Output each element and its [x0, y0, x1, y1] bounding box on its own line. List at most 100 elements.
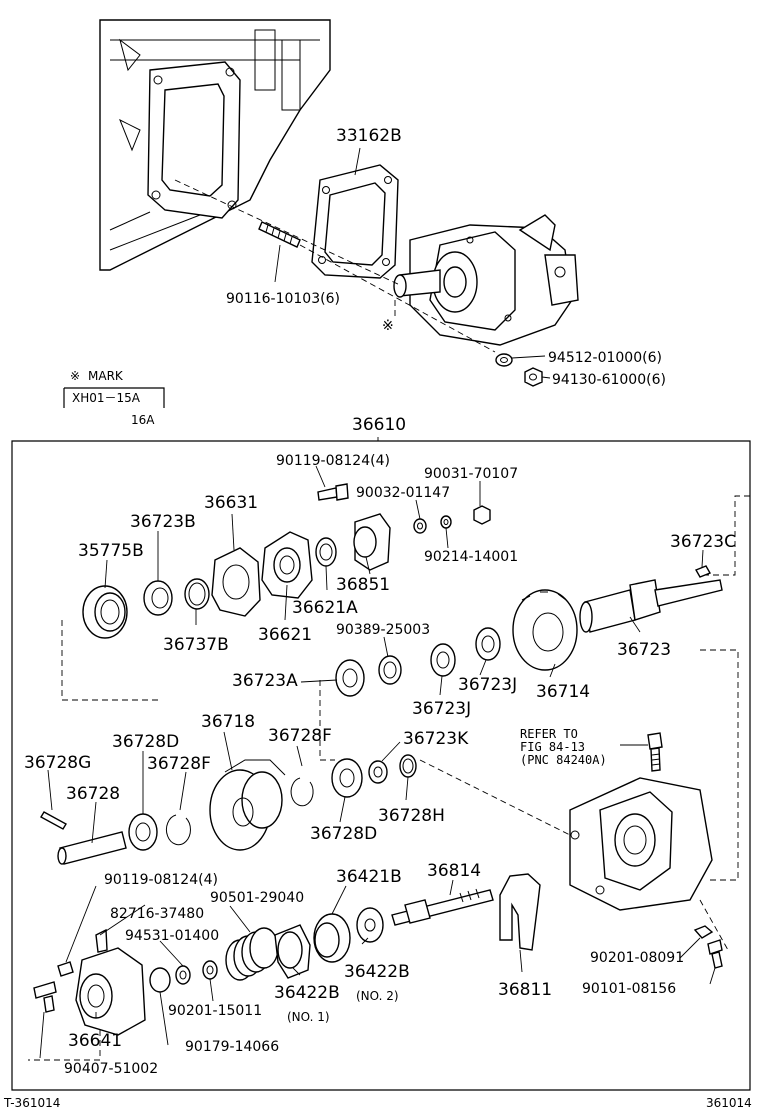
elbow-90407	[33, 981, 57, 1013]
mark-word: MARK	[88, 369, 124, 383]
gasket-33162B	[311, 164, 399, 279]
pto-assembly-top	[393, 214, 579, 346]
label-36811: 36811	[498, 980, 552, 1000]
piston-36421B	[313, 913, 351, 963]
label-36641: 36641	[68, 1031, 122, 1051]
shift-fork-36811	[499, 873, 541, 951]
breather-plug-icon	[647, 732, 663, 772]
label-36610: 36610	[352, 415, 406, 435]
label-36728D-right: 36728D	[310, 824, 377, 844]
label-82716-37480: 82716-37480	[110, 906, 204, 922]
label-36621: 36621	[258, 625, 312, 645]
label-90116-10103: 90116-10103(6)	[226, 291, 340, 307]
snap-ring-36728F-right	[290, 777, 314, 807]
cover-36621	[261, 531, 313, 599]
shim-36737B	[184, 578, 210, 610]
label-36718: 36718	[201, 712, 255, 732]
bearing-36723J	[430, 627, 501, 677]
flange-36851	[353, 513, 391, 571]
label-36714: 36714	[536, 682, 590, 702]
snap-ring-36728F-left	[166, 814, 191, 846]
spring-90501	[225, 927, 279, 981]
label-90179-14066: 90179-14066	[185, 1039, 279, 1055]
washer-94531	[175, 965, 191, 985]
refer-line1: REFER TO	[520, 727, 578, 741]
refer-line3: (PNC 84240A)	[520, 753, 607, 767]
shift-shaft-36814	[391, 888, 494, 926]
label-36723A: 36723A	[232, 671, 298, 691]
transmission-case-illustration	[99, 19, 331, 271]
gear-36718	[209, 759, 286, 851]
bolt-90119-top	[317, 483, 349, 501]
piston-36422B-no1	[274, 924, 311, 979]
bracket-82716	[95, 928, 108, 953]
mark-legend-box: ※ MARK XH01－15A 16A	[63, 369, 165, 427]
label-36728H: 36728H	[378, 806, 445, 826]
mark-model-line2: 16A	[131, 413, 155, 427]
bearing-36723A	[335, 659, 365, 697]
mark-model-line1: XH01－15A	[72, 391, 141, 405]
label-36621A: 36621A	[292, 598, 358, 618]
washer-36728H	[399, 754, 417, 778]
label-36723C: 36723C	[670, 532, 736, 552]
washer-90214	[440, 515, 452, 529]
bearing-36723B	[143, 580, 173, 616]
piston-36422B-no2	[356, 907, 384, 943]
label-36728F-left: 36728F	[147, 754, 211, 774]
label-90031-70107: 90031-70107	[424, 466, 518, 482]
bolt-90119-bottom	[57, 961, 74, 977]
label-35775B: 35775B	[78, 541, 144, 561]
bearing-36728D-left	[128, 813, 158, 851]
spacer-36723K	[368, 760, 388, 784]
label-36728D-left: 36728D	[112, 732, 179, 752]
shaft-36728	[57, 831, 127, 865]
pto-case-right	[569, 777, 713, 911]
seal-36621A	[315, 537, 337, 567]
label-36723J-left: 36723J	[412, 699, 471, 719]
label-36851: 36851	[336, 575, 390, 595]
figure-id-left: T-361014	[3, 1096, 60, 1110]
label-36737B: 36737B	[163, 635, 229, 655]
pin-36728G	[40, 811, 67, 830]
label-36723: 36723	[617, 640, 671, 660]
label-no1: (NO. 1)	[287, 1010, 330, 1024]
label-90201-15011: 90201-15011	[168, 1003, 262, 1019]
bearing-36728D-right	[331, 758, 363, 798]
label-36814: 36814	[427, 861, 481, 881]
washer-90032	[413, 518, 427, 534]
label-36421B: 36421B	[336, 867, 402, 887]
gasket-36631	[211, 547, 261, 617]
label-94130-61000: 94130-61000(6)	[552, 372, 666, 388]
label-36723K: 36723K	[403, 729, 469, 749]
label-90119-08124-top: 90119-08124(4)	[276, 453, 390, 469]
label-90389-25003: 90389-25003	[336, 622, 430, 638]
label-94531-01400: 94531-01400	[125, 928, 219, 944]
label-36422B-no2: 36422B	[344, 962, 410, 982]
label-90119-08124-bottom: 90119-08124(4)	[104, 872, 218, 888]
label-no2: (NO. 2)	[356, 989, 399, 1003]
figure-id-right: 361014	[706, 1096, 752, 1110]
nut-94512	[495, 353, 513, 367]
oil-seal-35775B	[82, 585, 128, 639]
washer-90201-08091	[693, 925, 714, 939]
label-36728G: 36728G	[24, 753, 91, 773]
label-90101-08156: 90101-08156	[582, 981, 676, 997]
label-90032-01147: 90032-01147	[356, 485, 450, 501]
mark-symbol: ※	[70, 369, 80, 383]
label-33162B: 33162B	[336, 126, 402, 146]
mark-asterisk: ※	[382, 318, 394, 334]
label-36631: 36631	[204, 493, 258, 513]
bolt-90101-08156	[707, 939, 723, 969]
washer-90201-15011	[202, 960, 218, 980]
label-36723B: 36723B	[130, 512, 196, 532]
gear-36714	[512, 589, 578, 671]
label-36723J-right: 36723J	[458, 675, 517, 695]
label-90214-14001: 90214-14001	[424, 549, 518, 565]
stud-bolt-90116	[258, 221, 301, 248]
label-36728F-right: 36728F	[268, 726, 332, 746]
label-90501-29040: 90501-29040	[210, 890, 304, 906]
label-90407-51002: 90407-51002	[64, 1061, 158, 1077]
label-36422B-no1: 36422B	[274, 983, 340, 1003]
assembly-frame	[11, 440, 751, 1091]
